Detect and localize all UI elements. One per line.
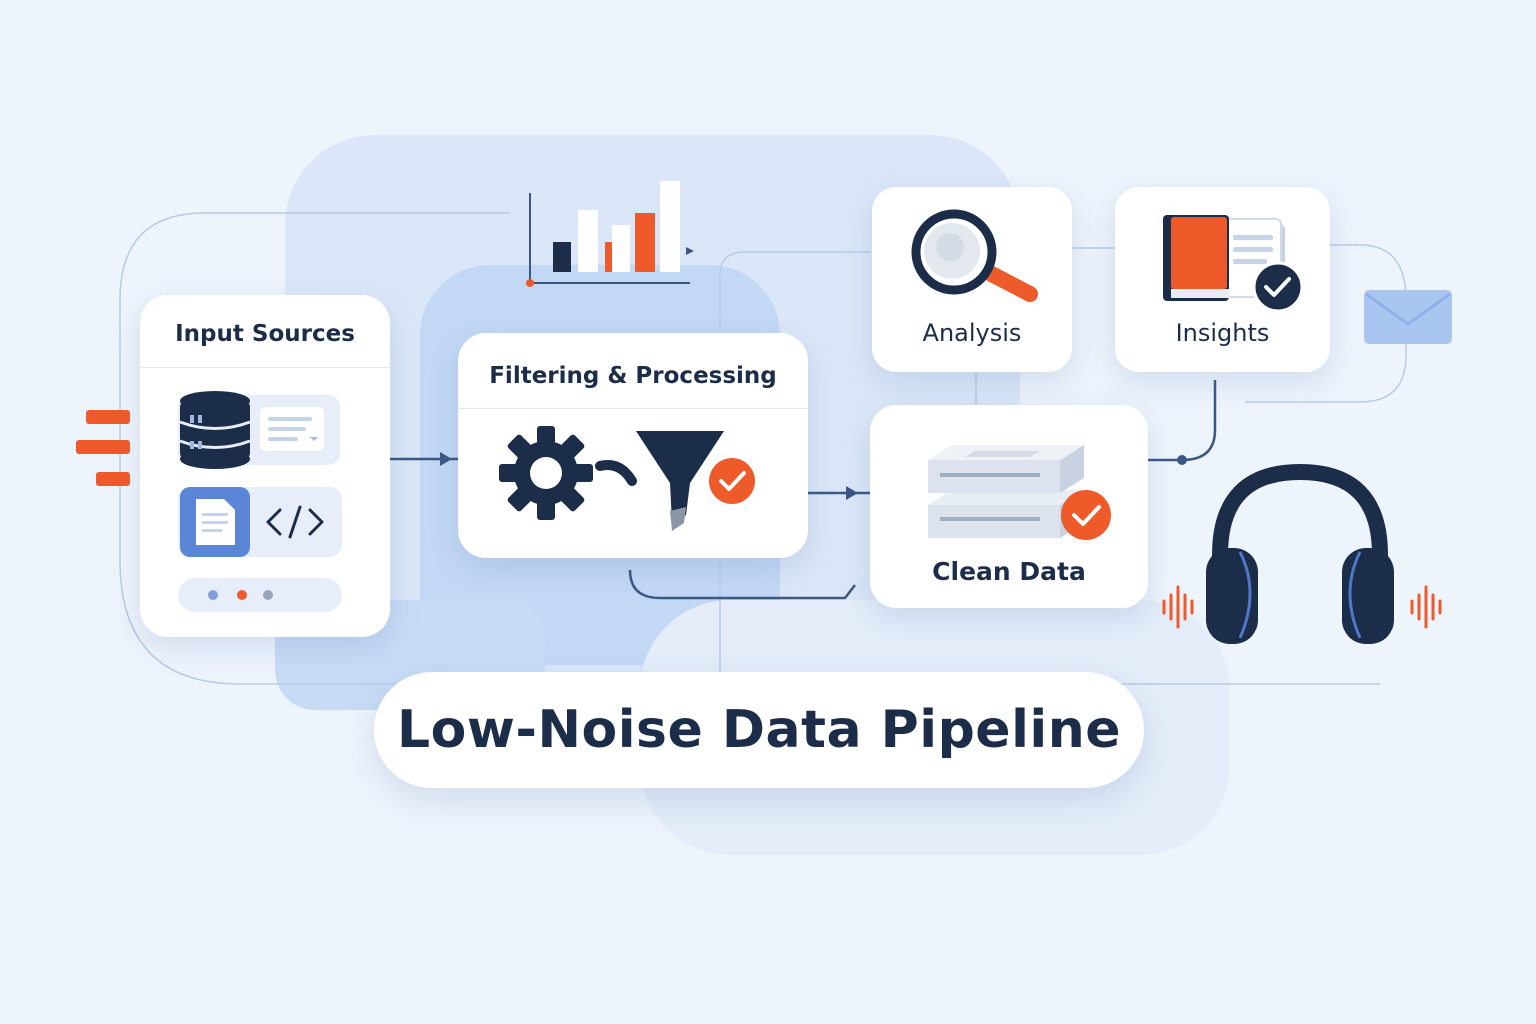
insights-card[interactable]: Insights: [1115, 187, 1330, 372]
sound-wave-icon: [1410, 585, 1442, 629]
analysis-title: Analysis: [922, 319, 1022, 347]
input-sources-icons: [178, 391, 342, 612]
check-icon: [1252, 261, 1304, 313]
card-divider: [458, 408, 808, 409]
funnel-icon: [636, 431, 724, 531]
arrow-head: [440, 452, 452, 466]
filtering-processing-card[interactable]: Filtering & Processing: [458, 333, 808, 558]
clean-data-title: Clean Data: [932, 557, 1086, 586]
input-sources-title: Input Sources: [175, 321, 355, 347]
check-icon: [1061, 490, 1111, 540]
filtering-processing-title: Filtering & Processing: [489, 363, 777, 389]
list-lines-icon: [76, 410, 130, 486]
dots-indicator: [178, 578, 342, 612]
clean-data-card[interactable]: Clean Data: [870, 405, 1148, 608]
processing-icons: [499, 426, 755, 531]
server-stack-icon: [928, 445, 1111, 540]
code-icon: [266, 505, 324, 539]
headphones-icon: [1206, 463, 1394, 644]
database-icon: [179, 391, 251, 469]
check-icon: [709, 458, 755, 504]
arrow-head: [846, 486, 858, 500]
card-divider: [140, 367, 390, 368]
server-lower: [928, 490, 1084, 538]
sound-wave-icon: [1162, 585, 1194, 629]
envelope-icon: [1364, 290, 1452, 344]
server-upper: [928, 445, 1084, 493]
insights-title: Insights: [1175, 319, 1270, 347]
analysis-card[interactable]: Analysis: [872, 187, 1072, 372]
input-sources-card[interactable]: Input Sources: [140, 295, 390, 637]
document-icon: [180, 487, 250, 557]
diagram-title-banner: Low-Noise Data Pipeline: [374, 672, 1144, 788]
gear-icon: [499, 426, 593, 520]
flow-curve: [595, 460, 637, 486]
connector-dot: [1177, 455, 1187, 465]
magnifier-icon: [911, 209, 1038, 302]
message-card-icon: [260, 407, 324, 451]
bar-chart-icon: [526, 181, 694, 287]
book-icon: [1163, 215, 1304, 313]
diagram-title: Low-Noise Data Pipeline: [396, 700, 1122, 760]
